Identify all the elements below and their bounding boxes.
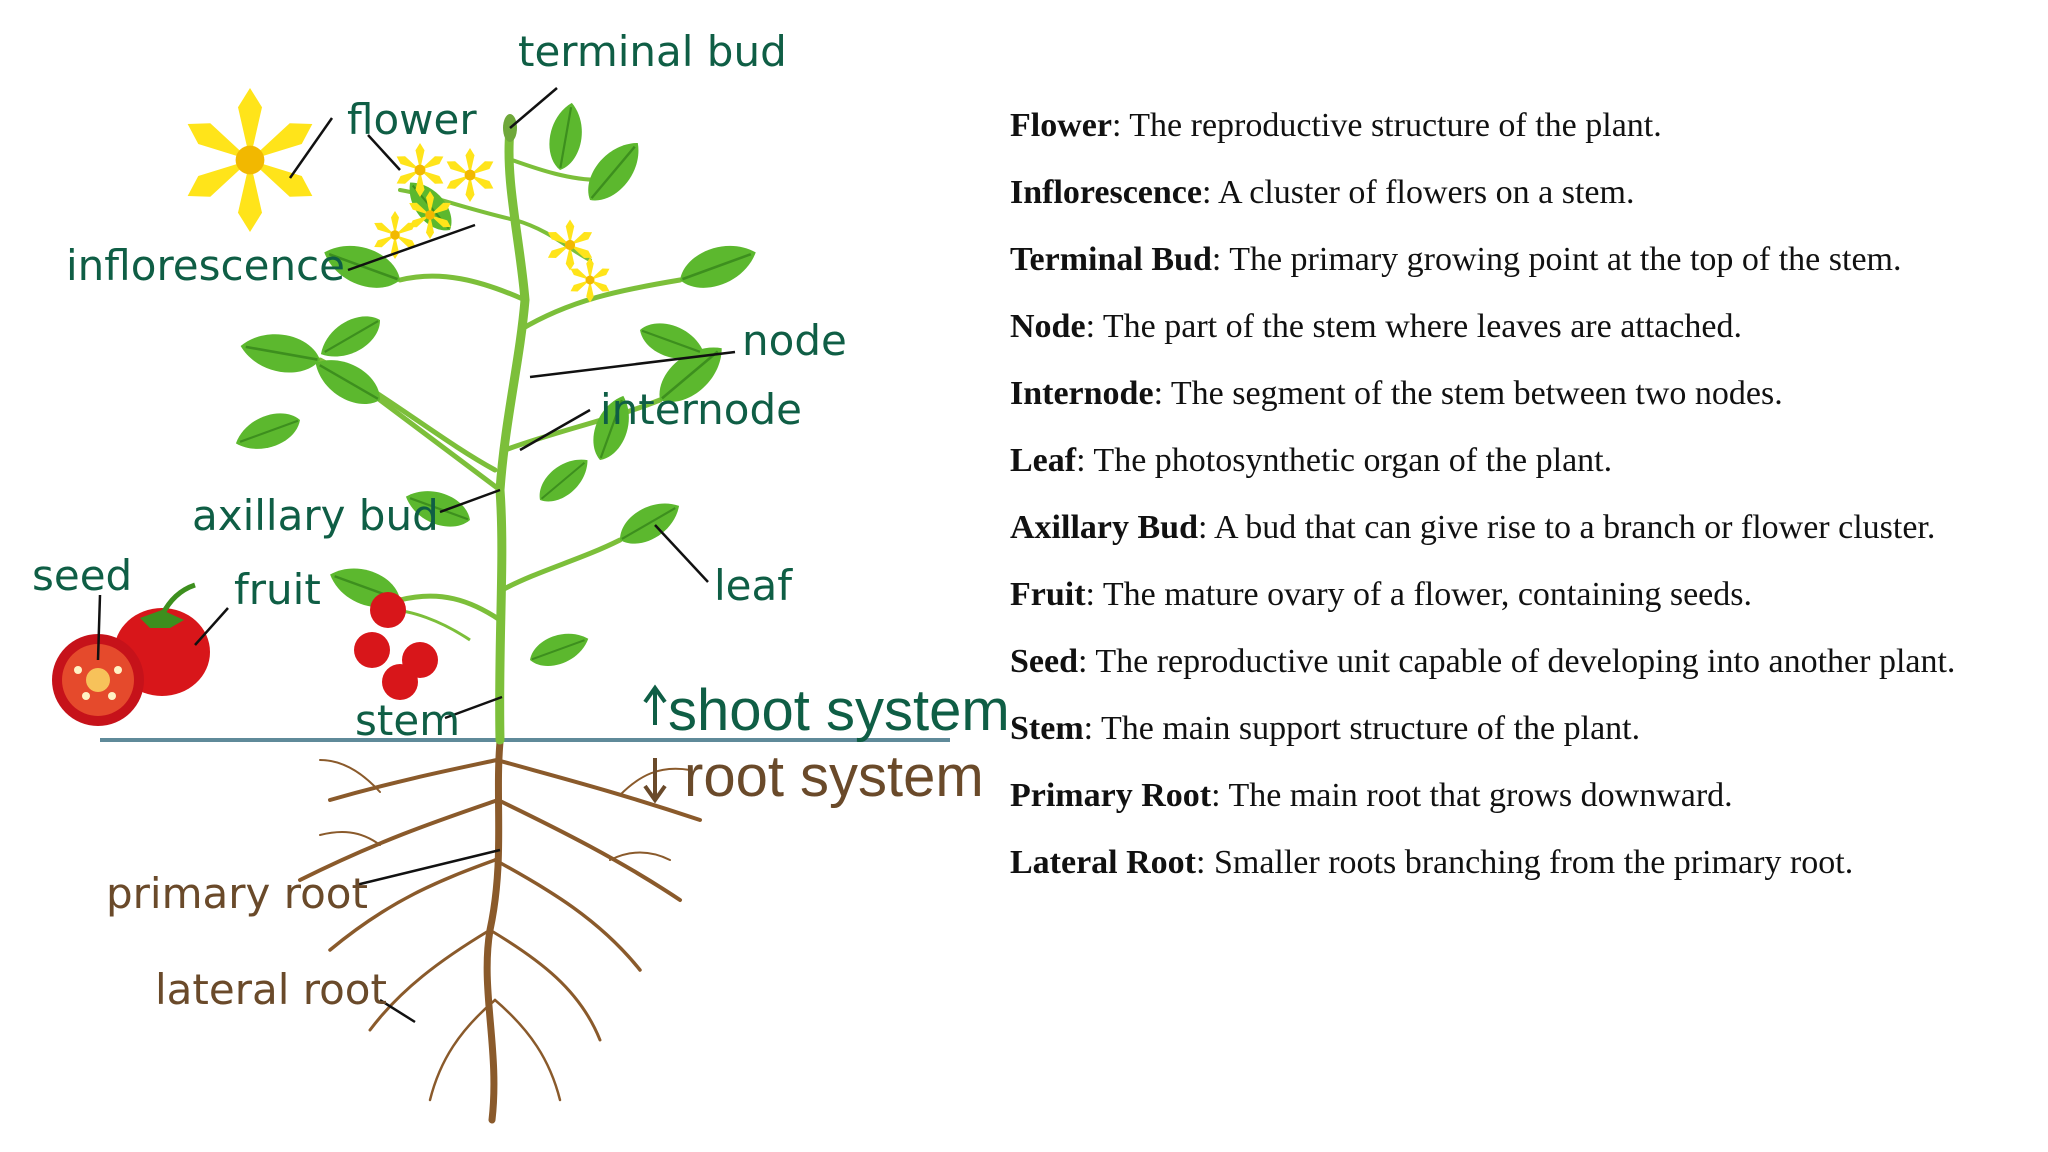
def-text-inflorescence: : A cluster of flowers on a stem.: [1201, 174, 1635, 211]
label-lateral-root: lateral root: [155, 965, 387, 1014]
label-stem: stem: [355, 696, 460, 745]
def-text-seed: : The reproductive unit capable of devel…: [1078, 643, 1956, 680]
definition-terminal-bud: Terminal Bud: The primary growing point …: [1010, 226, 2020, 293]
root-system-illustration: [298, 738, 702, 1124]
label-terminal-bud: terminal bud: [518, 27, 787, 76]
label-inflorescence: inflorescence: [66, 241, 345, 290]
tomato-cross-section: [52, 634, 144, 726]
definition-inflorescence: Inflorescence: A cluster of flowers on a…: [1010, 159, 2020, 226]
def-text-internode: : The segment of the stem between two no…: [1153, 375, 1783, 412]
terminal-bud-shape: [503, 114, 517, 142]
term-leaf: Leaf: [1010, 442, 1077, 479]
term-axillary-bud: Axillary Bud: [1010, 509, 1198, 546]
def-text-terminal-bud: : The primary growing point at the top o…: [1211, 241, 1902, 278]
label-node: node: [742, 316, 847, 365]
term-inflorescence: Inflorescence: [1010, 174, 1202, 211]
def-text-lateral-root: : Smaller roots branching from the prima…: [1196, 844, 1854, 881]
def-text-axillary-bud: : A bud that can give rise to a branch o…: [1197, 509, 1936, 546]
shoot-arrow-up-icon: [643, 684, 667, 725]
term-fruit: Fruit: [1010, 576, 1086, 613]
definition-node: Node: The part of the stem where leaves …: [1010, 293, 2020, 360]
term-internode: Internode: [1010, 375, 1154, 412]
def-text-stem: : The main support structure of the plan…: [1083, 710, 1641, 747]
label-root-system: root system: [684, 744, 984, 809]
label-primary-root: primary root: [106, 869, 368, 918]
definition-stem: Stem: The main support structure of the …: [1010, 695, 2020, 762]
label-shoot-system: shoot system: [668, 678, 1010, 743]
definition-leaf: Leaf: The photosynthetic organ of the pl…: [1010, 427, 2020, 494]
label-fruit: fruit: [234, 565, 321, 614]
def-text-primary-root: : The main root that grows downward.: [1211, 777, 1733, 814]
definitions-list: Flower: The reproductive structure of th…: [1010, 92, 2020, 896]
term-terminal-bud: Terminal Bud: [1010, 241, 1212, 278]
label-axillary-bud: axillary bud: [192, 491, 439, 540]
label-flower: flower: [347, 95, 477, 144]
def-text-leaf: : The photosynthetic organ of the plant.: [1076, 442, 1613, 479]
def-text-node: : The part of the stem where leaves are …: [1085, 308, 1742, 345]
definition-flower: Flower: The reproductive structure of th…: [1010, 92, 2020, 159]
label-internode: internode: [600, 385, 802, 434]
definition-lateral-root: Lateral Root: Smaller roots branching fr…: [1010, 829, 2020, 896]
large-flower: [181, 88, 319, 232]
term-seed: Seed: [1010, 643, 1078, 680]
term-primary-root: Primary Root: [1010, 777, 1212, 814]
def-text-flower: : The reproductive structure of the plan…: [1111, 107, 1662, 144]
label-seed: seed: [32, 551, 132, 600]
fruit-cluster: [354, 592, 471, 700]
term-stem: Stem: [1010, 710, 1084, 747]
term-node: Node: [1010, 308, 1086, 345]
definition-seed: Seed: The reproductive unit capable of d…: [1010, 628, 2020, 695]
term-flower: Flower: [1010, 107, 1112, 144]
definition-primary-root: Primary Root: The main root that grows d…: [1010, 762, 2020, 829]
definition-internode: Internode: The segment of the stem betwe…: [1010, 360, 2020, 427]
definition-fruit: Fruit: The mature ovary of a flower, con…: [1010, 561, 2020, 628]
root-arrow-down-icon: [643, 758, 667, 804]
definition-axillary-bud: Axillary Bud: A bud that can give rise t…: [1010, 494, 2020, 561]
term-lateral-root: Lateral Root: [1010, 844, 1197, 881]
label-leaf: leaf: [714, 561, 793, 610]
leader-lines: [96, 87, 736, 1024]
def-text-fruit: : The mature ovary of a flower, containi…: [1085, 576, 1752, 613]
